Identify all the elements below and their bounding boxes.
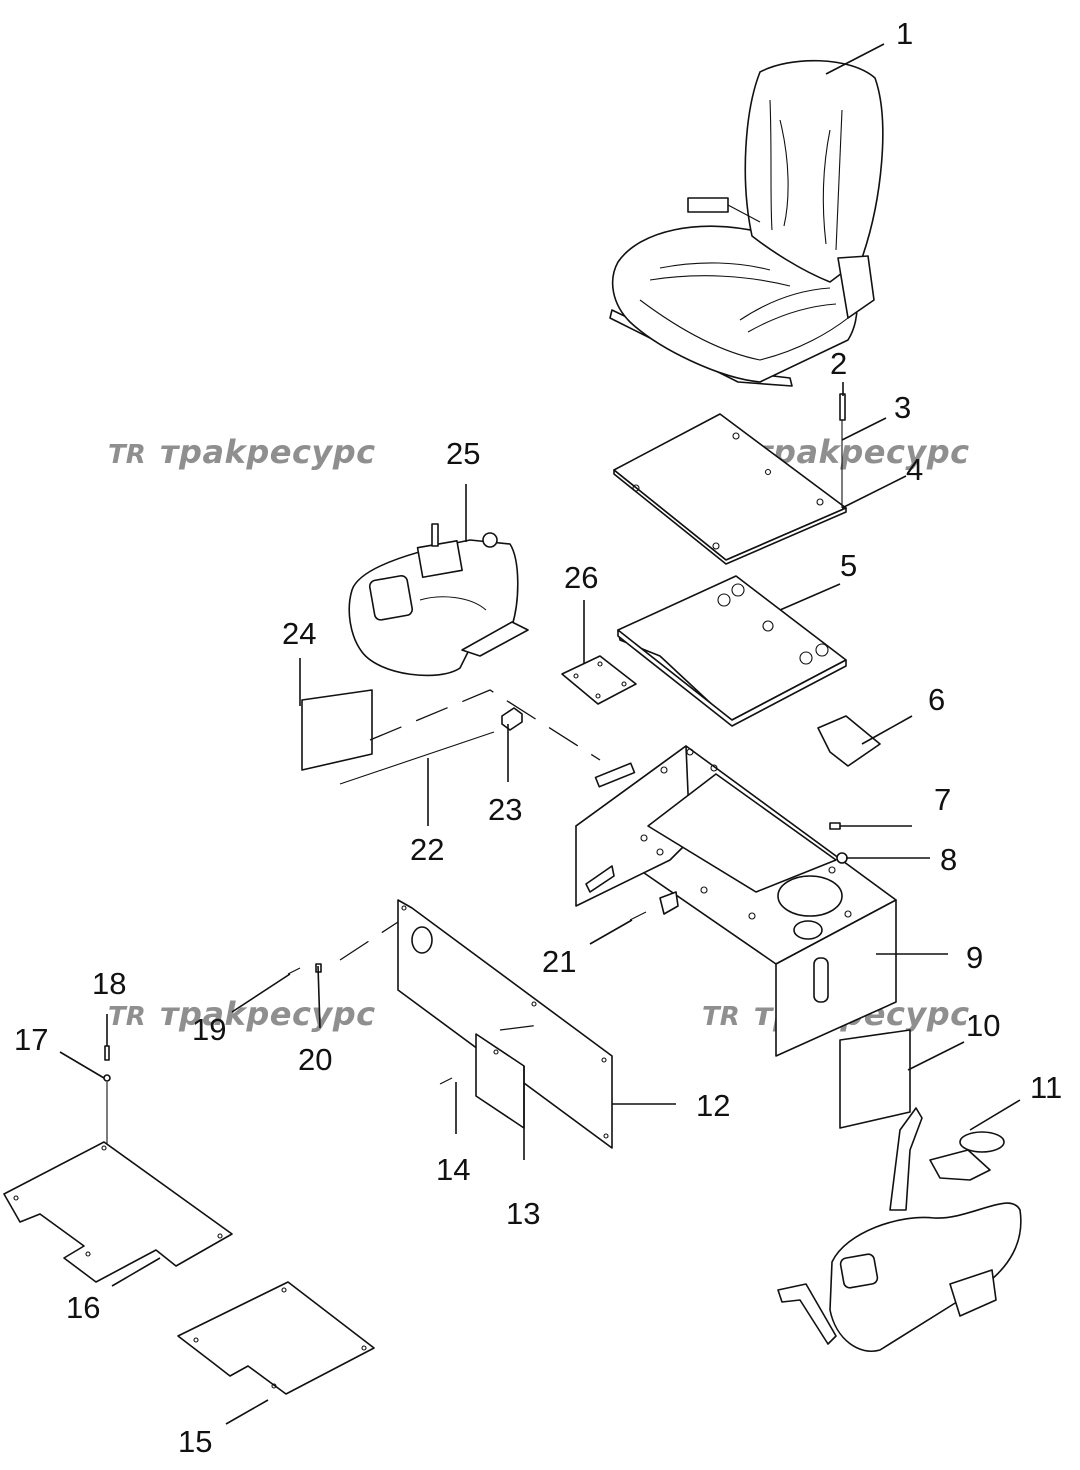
part-side-panel — [301, 689, 373, 771]
part-knob — [501, 707, 523, 731]
part-screw-19 — [287, 967, 301, 975]
callout-18: 18 — [92, 966, 126, 1001]
callout-13: 13 — [506, 1196, 540, 1231]
watermark-bottom-left: TR трakресурс — [108, 995, 376, 1033]
watermark-logo: TR — [108, 1002, 146, 1032]
part-washer-17 — [103, 1074, 111, 1144]
callout-24: 24 — [282, 616, 316, 651]
part-seat-plate — [613, 413, 847, 565]
watermark-logo: TR — [108, 440, 146, 470]
part-frame — [575, 745, 897, 1057]
callout-16: 16 — [66, 1290, 100, 1325]
callout-1: 1 — [896, 16, 913, 51]
part-control-console — [348, 523, 529, 677]
part-cover-panel — [397, 899, 613, 1149]
callout-10: 10 — [966, 1008, 1000, 1043]
callout-19: 19 — [192, 1012, 226, 1047]
callout-14: 14 — [436, 1152, 470, 1187]
part-bracket-plate — [817, 715, 881, 767]
callout-7: 7 — [934, 782, 951, 817]
callout-17: 17 — [14, 1022, 48, 1057]
callout-3: 3 — [894, 390, 911, 425]
callout-25: 25 — [446, 436, 480, 471]
callout-11: 11 — [1030, 1070, 1062, 1105]
part-fastener-7 — [829, 822, 841, 830]
part-screw-21 — [629, 891, 679, 921]
callout-2: 2 — [830, 346, 847, 381]
callout-20: 20 — [298, 1042, 332, 1077]
callout-6: 6 — [928, 682, 945, 717]
callout-22: 22 — [410, 832, 444, 867]
callout-23: 23 — [488, 792, 522, 827]
watermark-top-left: TR трakресурс — [108, 433, 376, 471]
part-rod — [339, 731, 495, 785]
assembly-lines — [339, 689, 601, 1031]
watermark-text: трakресурс — [754, 433, 970, 471]
part-floor-plate — [3, 1141, 233, 1283]
part-floor-plate-lower — [177, 1281, 375, 1395]
callout-26: 26 — [564, 560, 598, 595]
part-seat — [609, 59, 884, 387]
callout-15: 15 — [178, 1424, 212, 1459]
callout-4: 4 — [906, 452, 923, 487]
callout-8: 8 — [940, 842, 957, 877]
callout-9: 9 — [966, 940, 983, 975]
part-fastener-8 — [836, 852, 848, 864]
part-mounting-plate — [617, 575, 847, 727]
callout-5: 5 — [840, 548, 857, 583]
watermark-text: трakресурс — [160, 433, 376, 471]
watermark-logo: TR — [702, 1002, 740, 1032]
callout-21: 21 — [542, 944, 576, 979]
part-screw-14 — [439, 1077, 453, 1085]
part-small-plate — [561, 655, 637, 705]
callout-12: 12 — [696, 1088, 730, 1123]
watermark-top-right: TR трakресурс — [702, 433, 970, 471]
part-screw-18 — [104, 1045, 110, 1061]
leader-lines — [59, 43, 1021, 1425]
watermark-text: трakресурс — [160, 995, 376, 1033]
part-small-panel — [839, 1029, 911, 1129]
part-control-arm — [777, 1107, 1022, 1352]
callouts: 1 2 3 4 5 6 7 8 9 10 11 12 13 14 15 16 1… — [14, 16, 1062, 1459]
